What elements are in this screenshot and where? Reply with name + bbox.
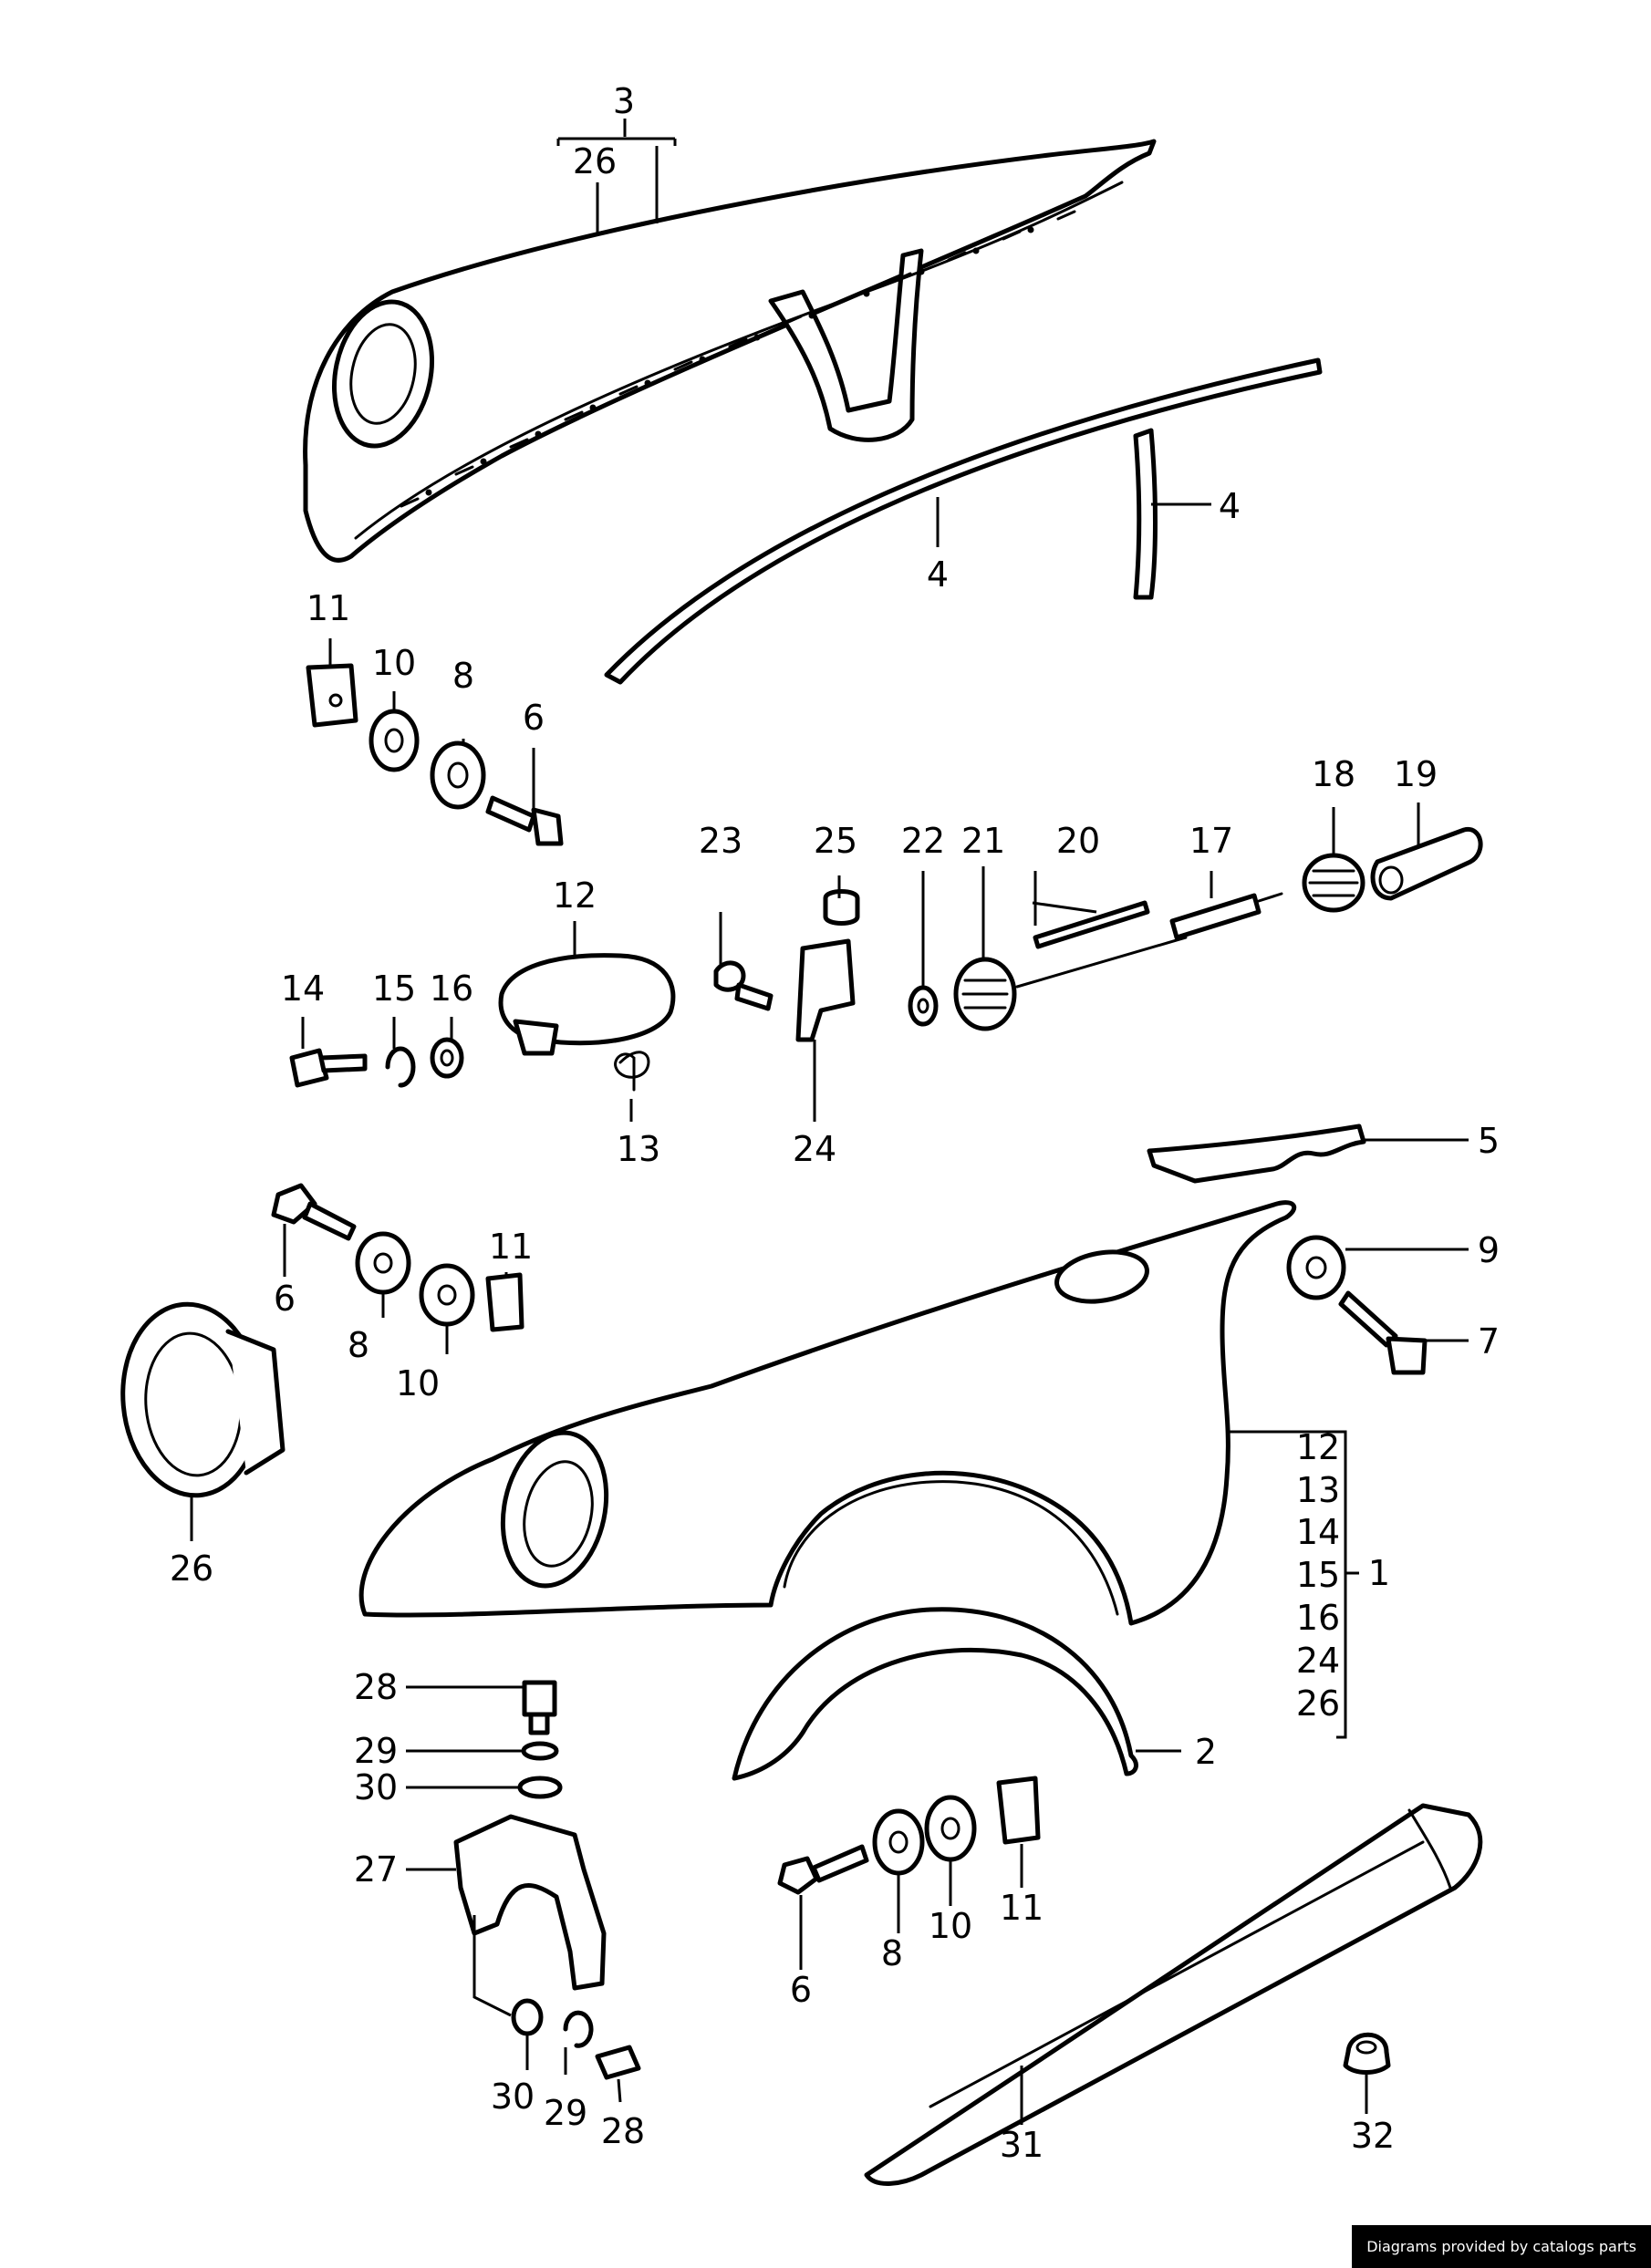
callout-10-bottom: 10: [929, 1906, 972, 1946]
callout-31: 31: [1000, 2125, 1044, 2165]
callout-19: 19: [1394, 754, 1438, 794]
callout-6-top: 6: [523, 698, 545, 738]
rocker-sill-panel: [864, 1803, 1483, 2186]
callout-23: 23: [699, 821, 742, 861]
upper-fender-structure: [303, 139, 1157, 563]
bottom-hardware: [777, 1776, 1041, 1895]
fuel-flap-assembly: [289, 889, 860, 1092]
callout-13: 13: [617, 1129, 660, 1169]
plug: [1343, 2032, 1391, 2075]
callout-8-mid: 8: [348, 1325, 369, 1365]
callout-11-top: 11: [306, 588, 350, 628]
callout-15: 15: [372, 968, 416, 1009]
callout-11-bottom: 11: [1000, 1888, 1044, 1928]
callout-18: 18: [1312, 754, 1355, 794]
bracket-13: 13: [1296, 1470, 1340, 1510]
bracket-12: 12: [1296, 1427, 1340, 1467]
callout-6-bottom: 6: [790, 1970, 812, 2010]
callout-labels: 3 26 4 4 11 10 8 6 12 13 14 15 16 23 25 …: [170, 81, 1500, 2165]
callout-21: 21: [961, 821, 1005, 861]
callout-7: 7: [1478, 1321, 1500, 1362]
callout-24: 24: [793, 1129, 836, 1169]
callout-26-top: 26: [573, 141, 617, 181]
right-hardware: [1286, 1235, 1428, 1375]
callout-10-top: 10: [372, 643, 416, 683]
bumper-bracket-assembly: [453, 1680, 641, 2080]
callout-27: 27: [354, 1849, 398, 1890]
callout-30-bottom: 30: [491, 2076, 535, 2117]
callout-4-curved: 4: [927, 554, 949, 595]
callout-16: 16: [430, 968, 473, 1009]
wheel-arch-trim: [732, 1607, 1138, 1781]
mid-left-hardware: [271, 1183, 524, 1332]
leader-lines: [190, 119, 1469, 2125]
callout-29-left: 29: [354, 1731, 398, 1771]
callout-10-mid: 10: [396, 1363, 440, 1403]
callout-9: 9: [1478, 1230, 1500, 1270]
callout-8-bottom: 8: [881, 1933, 903, 1973]
callout-20: 20: [1056, 821, 1100, 861]
callout-22: 22: [901, 821, 945, 861]
bracket-16: 16: [1296, 1598, 1340, 1638]
credit-badge: Diagrams provided by catalogs parts: [1352, 2225, 1651, 2268]
top-left-hardware: [306, 663, 564, 846]
callout-17: 17: [1189, 821, 1233, 861]
callout-28-bottom: 28: [601, 2111, 645, 2151]
callout-1: 1: [1368, 1553, 1390, 1593]
callout-12: 12: [553, 875, 597, 916]
callout-14: 14: [281, 968, 325, 1009]
callout-32: 32: [1351, 2116, 1395, 2156]
callout-29-bottom: 29: [544, 2093, 587, 2133]
headlight-housing: [120, 1301, 286, 1498]
cover-plate: [1147, 1124, 1366, 1184]
bracket-26: 26: [1296, 1683, 1340, 1724]
callout-30-left: 30: [354, 1767, 398, 1807]
callout-6-mid: 6: [274, 1279, 296, 1319]
callout-26-mid: 26: [170, 1548, 213, 1589]
bracket-15: 15: [1296, 1555, 1340, 1595]
callout-2: 2: [1195, 1732, 1217, 1772]
callout-11-mid: 11: [489, 1227, 533, 1267]
front-fender: [358, 1200, 1297, 1626]
callout-3: 3: [613, 81, 635, 121]
bracket-24: 24: [1296, 1641, 1340, 1681]
callout-25: 25: [814, 821, 857, 861]
callout-28-left: 28: [354, 1667, 398, 1707]
seal-strip: [604, 357, 1323, 685]
callout-8-top: 8: [452, 656, 474, 696]
callout-5: 5: [1478, 1121, 1500, 1161]
bracket-14: 14: [1296, 1512, 1340, 1552]
callout-4-vertical: 4: [1219, 486, 1241, 526]
